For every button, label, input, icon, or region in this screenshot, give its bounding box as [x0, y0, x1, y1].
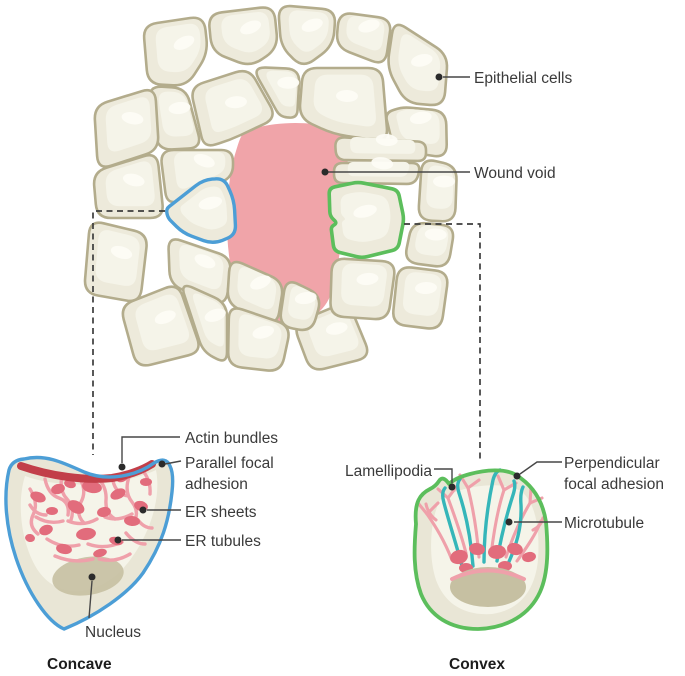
concave-cell-detail: [4, 455, 175, 631]
epithelial-cell: [295, 303, 369, 371]
epithelial-cell: [92, 153, 164, 220]
epithelial-cell: [93, 88, 160, 168]
epithelial-cell: [121, 285, 200, 367]
epithelial-cell: [191, 69, 274, 147]
epithelial-cell: [148, 85, 201, 151]
label-epithelial-cells: Epithelial cells: [474, 70, 573, 87]
leader-microtubule-dot: [505, 518, 513, 526]
panel-title-convex: Convex: [449, 656, 505, 673]
epithelial-cell: [334, 133, 428, 163]
label-microtubule: Microtubule: [564, 515, 645, 532]
label-wound-void: Wound void: [474, 165, 556, 182]
leader-epithelial-cells-dot: [435, 73, 443, 81]
leader-er-tubules-dot: [114, 536, 122, 544]
leader-wound-void-dot: [321, 168, 329, 176]
label-perpendicular-focal-adhesion: Perpendicular focal adhesion: [564, 455, 664, 493]
leader-lamellipodia: [434, 468, 453, 483]
annotation-leaders: [88, 73, 562, 619]
epithelial-cell: [181, 284, 229, 362]
leader-actin-bundles: [121, 436, 180, 463]
epithelial-cell: [391, 266, 449, 330]
convex-source-cell: [327, 180, 406, 260]
epithelial-cell: [160, 148, 235, 204]
leader-parallel-focal-adhesion: [164, 460, 182, 465]
concave-source-cell: [165, 177, 238, 244]
panel-title-concave: Concave: [47, 656, 112, 673]
label-actin-bundles: Actin bundles: [185, 430, 279, 447]
zoom-connector-concave: [92, 210, 165, 455]
label-er-sheets: ER sheets: [185, 504, 257, 521]
microtubule-filament: [495, 479, 517, 563]
label-lamellipodia: Lamellipodia: [344, 463, 432, 480]
epithelial-cell: [387, 23, 449, 107]
epithelial-cell: [226, 260, 284, 324]
leader-perpendicular-focal-adhesion: [519, 461, 562, 475]
label-nucleus: Nucleus: [85, 624, 141, 641]
epithelial-cell: [83, 221, 148, 303]
microtubule-filament: [456, 477, 475, 568]
epithelial-cell: [279, 281, 321, 332]
epithelial-cell-cluster: [83, 4, 458, 372]
epithelial-cell: [404, 221, 455, 268]
leader-actin-bundles-dot: [118, 463, 126, 471]
leader-nucleus-dot: [88, 573, 96, 581]
epithelial-cell: [226, 307, 290, 372]
leader-er-sheets-dot: [139, 506, 147, 514]
leader-parallel-focal-adhesion-dot: [158, 460, 166, 468]
epithelial-cell: [298, 66, 389, 142]
epithelial-cell: [208, 6, 279, 66]
leader-perpendicular-focal-adhesion-dot: [513, 472, 521, 480]
epithelial-cell: [335, 12, 392, 64]
epithelial-cell: [142, 16, 209, 87]
convex-cell-detail: [412, 468, 550, 631]
zoom-connector-convex: [404, 223, 481, 460]
epithelial-cell: [417, 159, 458, 223]
leader-lamellipodia-dot: [448, 483, 456, 491]
epithelial-cell: [329, 257, 396, 321]
leader-nucleus: [88, 580, 93, 619]
label-parallel-focal-adhesion: Parallel focal adhesion: [185, 455, 274, 493]
epithelial-cell: [332, 157, 421, 186]
epithelial-cell: [255, 66, 301, 119]
label-er-tubules: ER tubules: [185, 533, 261, 550]
epithelial-cell: [277, 4, 337, 66]
